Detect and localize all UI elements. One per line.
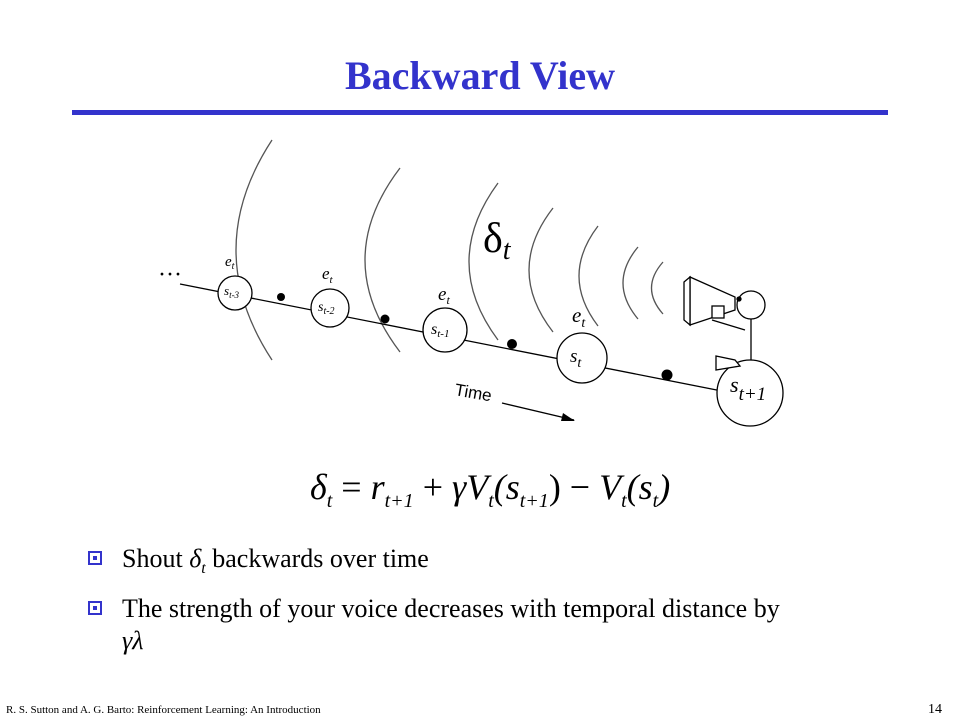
svg-text:st-1: st-1 [431, 321, 449, 340]
state-subscript: t-1 [437, 328, 449, 340]
state-circle-t-3 [217, 275, 253, 311]
wave-arc [650, 261, 664, 315]
state-circle-t-2 [310, 288, 350, 328]
svg-text:et: et [225, 254, 235, 272]
state-label: s [431, 321, 437, 338]
svg-text:st: st [570, 346, 582, 371]
state-circle-t-1 [422, 307, 468, 353]
state-circle-t+1 [716, 359, 784, 427]
state-label: s [730, 372, 739, 397]
ellipsis: ··· [158, 262, 182, 288]
svg-text:st-2: st-2 [318, 300, 335, 317]
reward-dot [380, 314, 390, 324]
wave-arc [468, 182, 499, 341]
svg-text:et: et [572, 303, 586, 331]
wave-arc [578, 225, 599, 327]
reward-dot [507, 339, 517, 349]
time-arrow-head [561, 413, 575, 421]
slide-title: Backward View [345, 53, 615, 98]
state-label: s [224, 283, 229, 298]
bullet-square-icon [88, 551, 102, 565]
bullet-item: The strength of your voice decreases wit… [86, 593, 806, 657]
trace-label: e [438, 284, 446, 305]
state-subscript: t-3 [229, 290, 239, 300]
trace-label: e [322, 264, 330, 283]
wave-arc [622, 246, 639, 320]
trace-label: e [572, 303, 581, 327]
trace-label: e [225, 254, 232, 270]
sound-waves [235, 139, 664, 361]
wave-arc [235, 139, 273, 361]
trace-subscript: t [330, 274, 334, 286]
wave-arc [364, 167, 401, 353]
svg-text:st-3: st-3 [224, 283, 240, 300]
reward-dots [277, 293, 673, 381]
state-subscript: t [577, 356, 582, 371]
state-nodes: st-3 et st-2 et st-1 et st et st+1 [217, 254, 784, 427]
trace-subscript: t [232, 261, 235, 272]
trace-subscript: t [581, 316, 586, 331]
state-subscript: t-2 [323, 306, 334, 317]
svg-text:et: et [438, 284, 450, 307]
time-label: Time [453, 380, 493, 405]
bullet-square-icon [88, 601, 102, 616]
footer-citation: R. S. Sutton and A. G. Barto: Reinforcem… [6, 704, 321, 716]
reward-dot [661, 369, 673, 381]
reward-dot [277, 293, 285, 301]
svg-text:st+1: st+1 [730, 372, 766, 405]
svg-text:et: et [322, 264, 334, 286]
title-underline [72, 110, 888, 115]
state-subscript: t+1 [739, 384, 767, 405]
trace-subscript: t [446, 293, 450, 307]
bullet-item: Shout δt backwards over time [86, 543, 806, 585]
td-error-equation: δt = rt+1 + γVt(st+1) − Vt(st) [310, 467, 671, 513]
backward-view-diagram: ··· st-3 et st-2 et st-1 et st et st+1 T… [158, 139, 784, 427]
state-circle-t [556, 332, 608, 384]
bullet-list: Shout δt backwards over time The strengt… [86, 543, 806, 665]
state-label: s [570, 346, 577, 367]
shouting-person-icon [683, 275, 766, 371]
state-label: s [318, 300, 324, 315]
page-number: 14 [928, 702, 942, 717]
td-error-label: δt [483, 216, 512, 266]
wave-arc [528, 207, 554, 333]
